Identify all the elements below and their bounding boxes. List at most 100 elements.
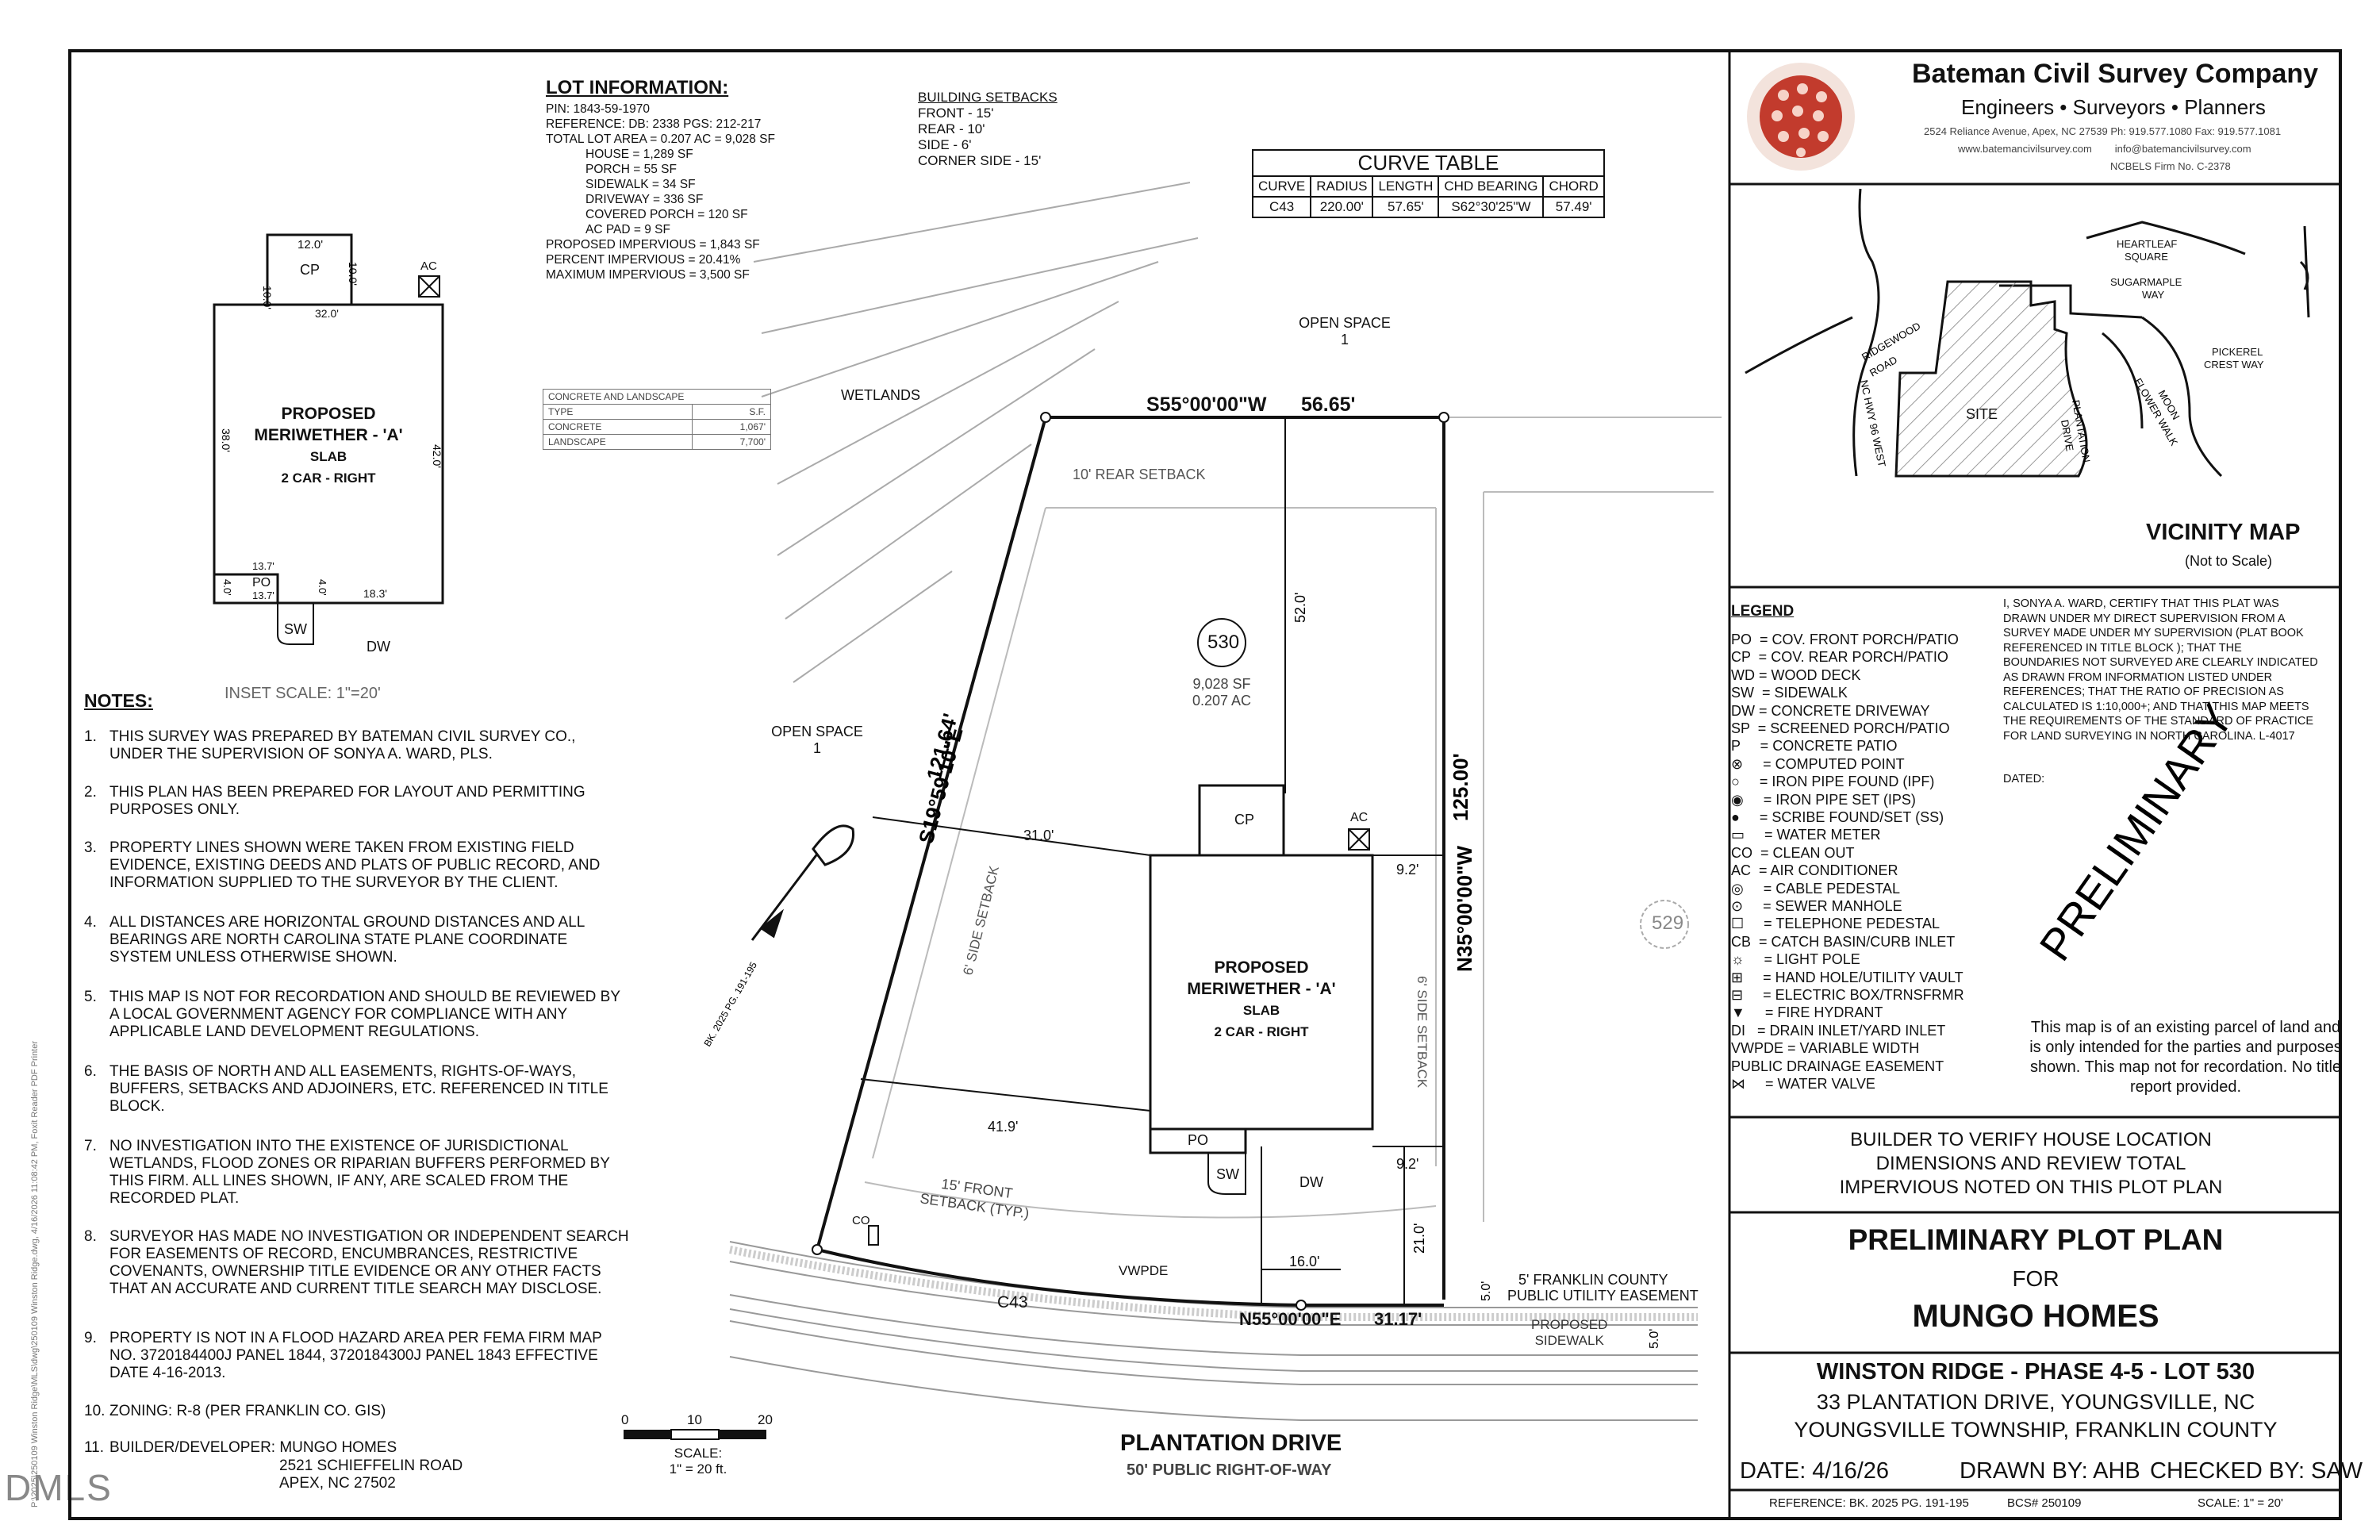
note-text: THIS SURVEY WAS PREPARED BY BATEMAN CIVI… (109, 728, 576, 762)
top-boundary-bearing: S55°00'00"W (1146, 394, 1267, 416)
setback-row: FRONT - 15' (918, 106, 994, 121)
curve-col-length: LENGTH (1372, 175, 1440, 198)
inset-left-dim: 38.0' (220, 428, 232, 452)
vic-sugarmaple: SUGARMAPLE WAY (2110, 276, 2182, 301)
client-name: MUNGO HOMES (1912, 1299, 2159, 1334)
vic-pickerel-1: PICKEREL (2212, 346, 2263, 358)
legend-row: ◉ = IRON PIPE SET (IPS) (1731, 791, 1916, 808)
note-item: 9.PROPERTY IS NOT IN A FLOOD HAZARD AREA… (84, 1330, 631, 1382)
surveyor-certification: I, SONYA A. WARD, CERTIFY THAT THIS PLAT… (2003, 597, 2318, 743)
builder-address-line2: APEX, NC 27502 (279, 1475, 396, 1492)
utility-easement-label: 5' FRANKLIN COUNTY PUBLIC UTILITY EASEME… (1507, 1272, 1699, 1304)
scale-tick-20: 20 (758, 1412, 773, 1427)
dim-16: 16.0' (1289, 1254, 1320, 1269)
dim-41-9: 41.9' (988, 1119, 1019, 1135)
north-arrow-icon (750, 824, 855, 941)
curve-table: CURVE TABLE CURVE RADIUS LENGTH CHD BEAR… (1251, 149, 1605, 218)
project-township: YOUNGSVILLE TOWNSHIP, FRANKLIN COUNTY (1794, 1418, 2278, 1442)
curve-cell: 57.65' (1372, 196, 1440, 218)
setback-row: CORNER SIDE - 15' (918, 153, 1042, 168)
note-number: 5. (84, 989, 97, 1005)
curve-col-radius: RADIUS (1310, 175, 1374, 198)
lot-info-row: DRIVEWAY = 336 SF (585, 193, 704, 206)
lot-info-row: REFERENCE: DB: 2338 PGS: 212-217 (546, 117, 762, 131)
plan-po-label: PO (1188, 1132, 1209, 1148)
curve-table-title: CURVE TABLE (1252, 149, 1605, 177)
inset-po-top-dim: 13.7' (252, 560, 274, 572)
vicinity-map-lines (1745, 188, 2246, 478)
inset-po-bottom-dim: 13.7' (252, 590, 274, 601)
concrete-cell: 7,700' (691, 434, 772, 450)
legend-row: CP = COV. REAR PORCH/PATIO (1731, 649, 1948, 666)
vic-pickerel-2: CREST WAY (2204, 359, 2264, 371)
plan-house-title: PROPOSED MERIWETHER - 'A' SLAB 2 CAR - R… (1150, 957, 1372, 1043)
note-item: 6.THE BASIS OF NORTH AND ALL EASEMENTS, … (84, 1063, 631, 1116)
note-item: 5.THIS MAP IS NOT FOR RECORDATION AND SH… (84, 989, 631, 1041)
bcs-number: BCS# 250109 (2007, 1496, 2082, 1510)
legend-row: CB = CATCH BASIN/CURB INLET (1731, 933, 1956, 950)
lot-info-row: PROPOSED IMPERVIOUS = 1,843 SF (546, 238, 760, 252)
checked-by: CHECKED BY: SAW (2150, 1458, 2363, 1484)
note-number: 1. (84, 728, 97, 745)
dim-31: 31.0' (1023, 828, 1054, 843)
legend-row: ⊙ = SEWER MANHOLE (1731, 898, 1902, 914)
legend-row: DI = DRAIN INLET/YARD INLET (1731, 1022, 1946, 1039)
setback-row: REAR - 10' (918, 121, 985, 136)
bottom-boundary-bearing: N55°00'00"E (1239, 1309, 1342, 1329)
plan-house-title-2: MERIWETHER - 'A' (1187, 980, 1336, 998)
inset-dim-top: 12.0' (298, 238, 324, 252)
title-scale: SCALE: 1" = 20' (2198, 1496, 2283, 1510)
concrete-col-sf: S.F. (691, 404, 772, 420)
right-side-setback-label: 6' SIDE SETBACK (1415, 976, 1430, 1089)
note-text: ALL DISTANCES ARE HORIZONTAL GROUND DIST… (109, 914, 585, 966)
plot-plan-title: PRELIMINARY PLOT PLAN (1848, 1223, 2224, 1256)
plan-ac-label: AC (1350, 811, 1368, 824)
inset-house (213, 233, 444, 605)
scale-tick-0: 0 (621, 1412, 629, 1427)
lot-info-row: SIDEWALK = 34 SF (585, 178, 696, 191)
concrete-cell: 1,067' (691, 419, 772, 435)
inset-ac-label: AC (420, 259, 437, 273)
sidewalk-line1: PROPOSED (1531, 1317, 1608, 1332)
lot-number: 530 (1207, 632, 1240, 653)
curve-cell: 57.49' (1542, 196, 1605, 218)
plan-house-title-3: SLAB (1242, 1003, 1280, 1018)
note-text: THIS PLAN HAS BEEN PREPARED FOR LAYOUT A… (109, 784, 585, 818)
legend-row: P = CONCRETE PATIO (1731, 738, 1898, 755)
builder-address-line1: 2521 SCHIEFFELIN ROAD (279, 1457, 463, 1474)
dim-5-sidewalk: 5.0' (1648, 1329, 1661, 1349)
street-name: PLANTATION DRIVE (1120, 1431, 1342, 1456)
scale-tick-10: 10 (687, 1412, 702, 1427)
dim-9-2-top: 9.2' (1396, 862, 1419, 878)
curve-cell: C43 (1251, 196, 1312, 218)
plan-house-title-1: PROPOSED (1214, 958, 1309, 977)
plot-plan-for: FOR (2012, 1266, 2059, 1291)
vic-pickerel: PICKEREL CREST WAY (2204, 346, 2264, 371)
note-text: NO INVESTIGATION INTO THE EXISTENCE OF J… (109, 1138, 610, 1207)
inset-sw-label: SW (284, 621, 307, 637)
open-space-top-label: OPEN SPACE (1299, 315, 1391, 331)
company-firm-number: NCBELS Firm No. C-2378 (2110, 160, 2231, 172)
lot-info-row: TOTAL LOT AREA = 0.207 AC = 9,028 SF (546, 132, 775, 146)
inset-scale: INSET SCALE: 1"=20' (225, 685, 381, 702)
note-item: 1. THIS SURVEY WAS PREPARED BY BATEMAN CI… (84, 728, 631, 763)
legend-row: WD = WOOD DECK (1731, 666, 1861, 683)
lot-info-row: COVERED PORCH = 120 SF (585, 208, 748, 221)
note-number: 9. (84, 1330, 97, 1346)
note-number: 8. (84, 1228, 97, 1245)
bottom-boundary-distance: 31.17' (1374, 1309, 1422, 1329)
lot-529-number: 529 (1652, 912, 1684, 934)
note-item: 10.ZONING: R-8 (PER FRANKLIN CO. GIS) (84, 1403, 631, 1420)
company-logo-icon (1747, 63, 1855, 171)
vicinity-title: VICINITY MAP (2146, 520, 2301, 545)
vic-heartleaf: HEARTLEAF SQUARE (2117, 238, 2177, 263)
plan-house-title-4: 2 CAR - RIGHT (1214, 1024, 1309, 1039)
property-boundary (816, 416, 1445, 1307)
note-item: 8.SURVEYOR HAS MADE NO INVESTIGATION OR … (84, 1228, 631, 1298)
inset-title-3: SLAB (309, 449, 347, 464)
company-address: 2524 Reliance Avenue, Apex, NC 27539 Ph:… (1924, 125, 2282, 137)
curve-col-chord: CHORD (1542, 175, 1605, 198)
concrete-table-title: CONCRETE AND LANDSCAPE (543, 389, 771, 405)
rear-setback-label: 10' REAR SETBACK (1073, 467, 1206, 482)
